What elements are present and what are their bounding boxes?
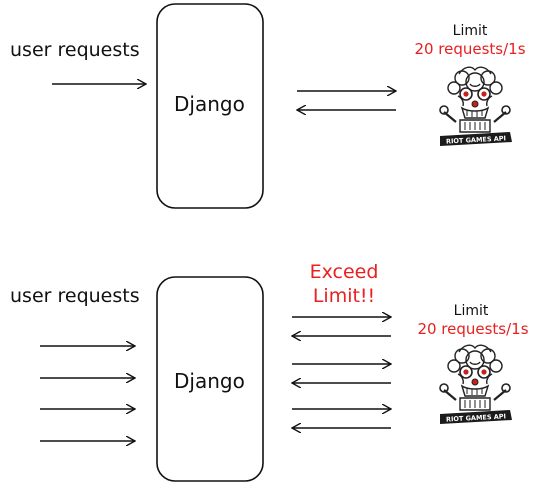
user-requests-label: user requests xyxy=(10,285,140,307)
django-label: Django xyxy=(174,369,245,393)
exceed-warning-line1: Exceed xyxy=(309,261,379,283)
exceed-warning: Exceed Limit!! xyxy=(296,260,392,308)
limit-rate: 20 requests/1s xyxy=(414,40,526,58)
django-label: Django xyxy=(174,92,245,116)
riot-games-api-logo: RIOT GAMES API xyxy=(434,62,516,154)
limit-title: Limit xyxy=(452,23,488,39)
django-server-box xyxy=(156,3,264,209)
user-requests-label: user requests xyxy=(10,39,140,61)
riot-games-api-logo: RIOT GAMES API xyxy=(434,340,516,432)
exceed-warning-line2: Limit!! xyxy=(312,285,376,307)
limit-rate: 20 requests/1s xyxy=(417,320,529,338)
limit-title: Limit xyxy=(453,303,489,319)
django-server-box xyxy=(156,276,264,482)
